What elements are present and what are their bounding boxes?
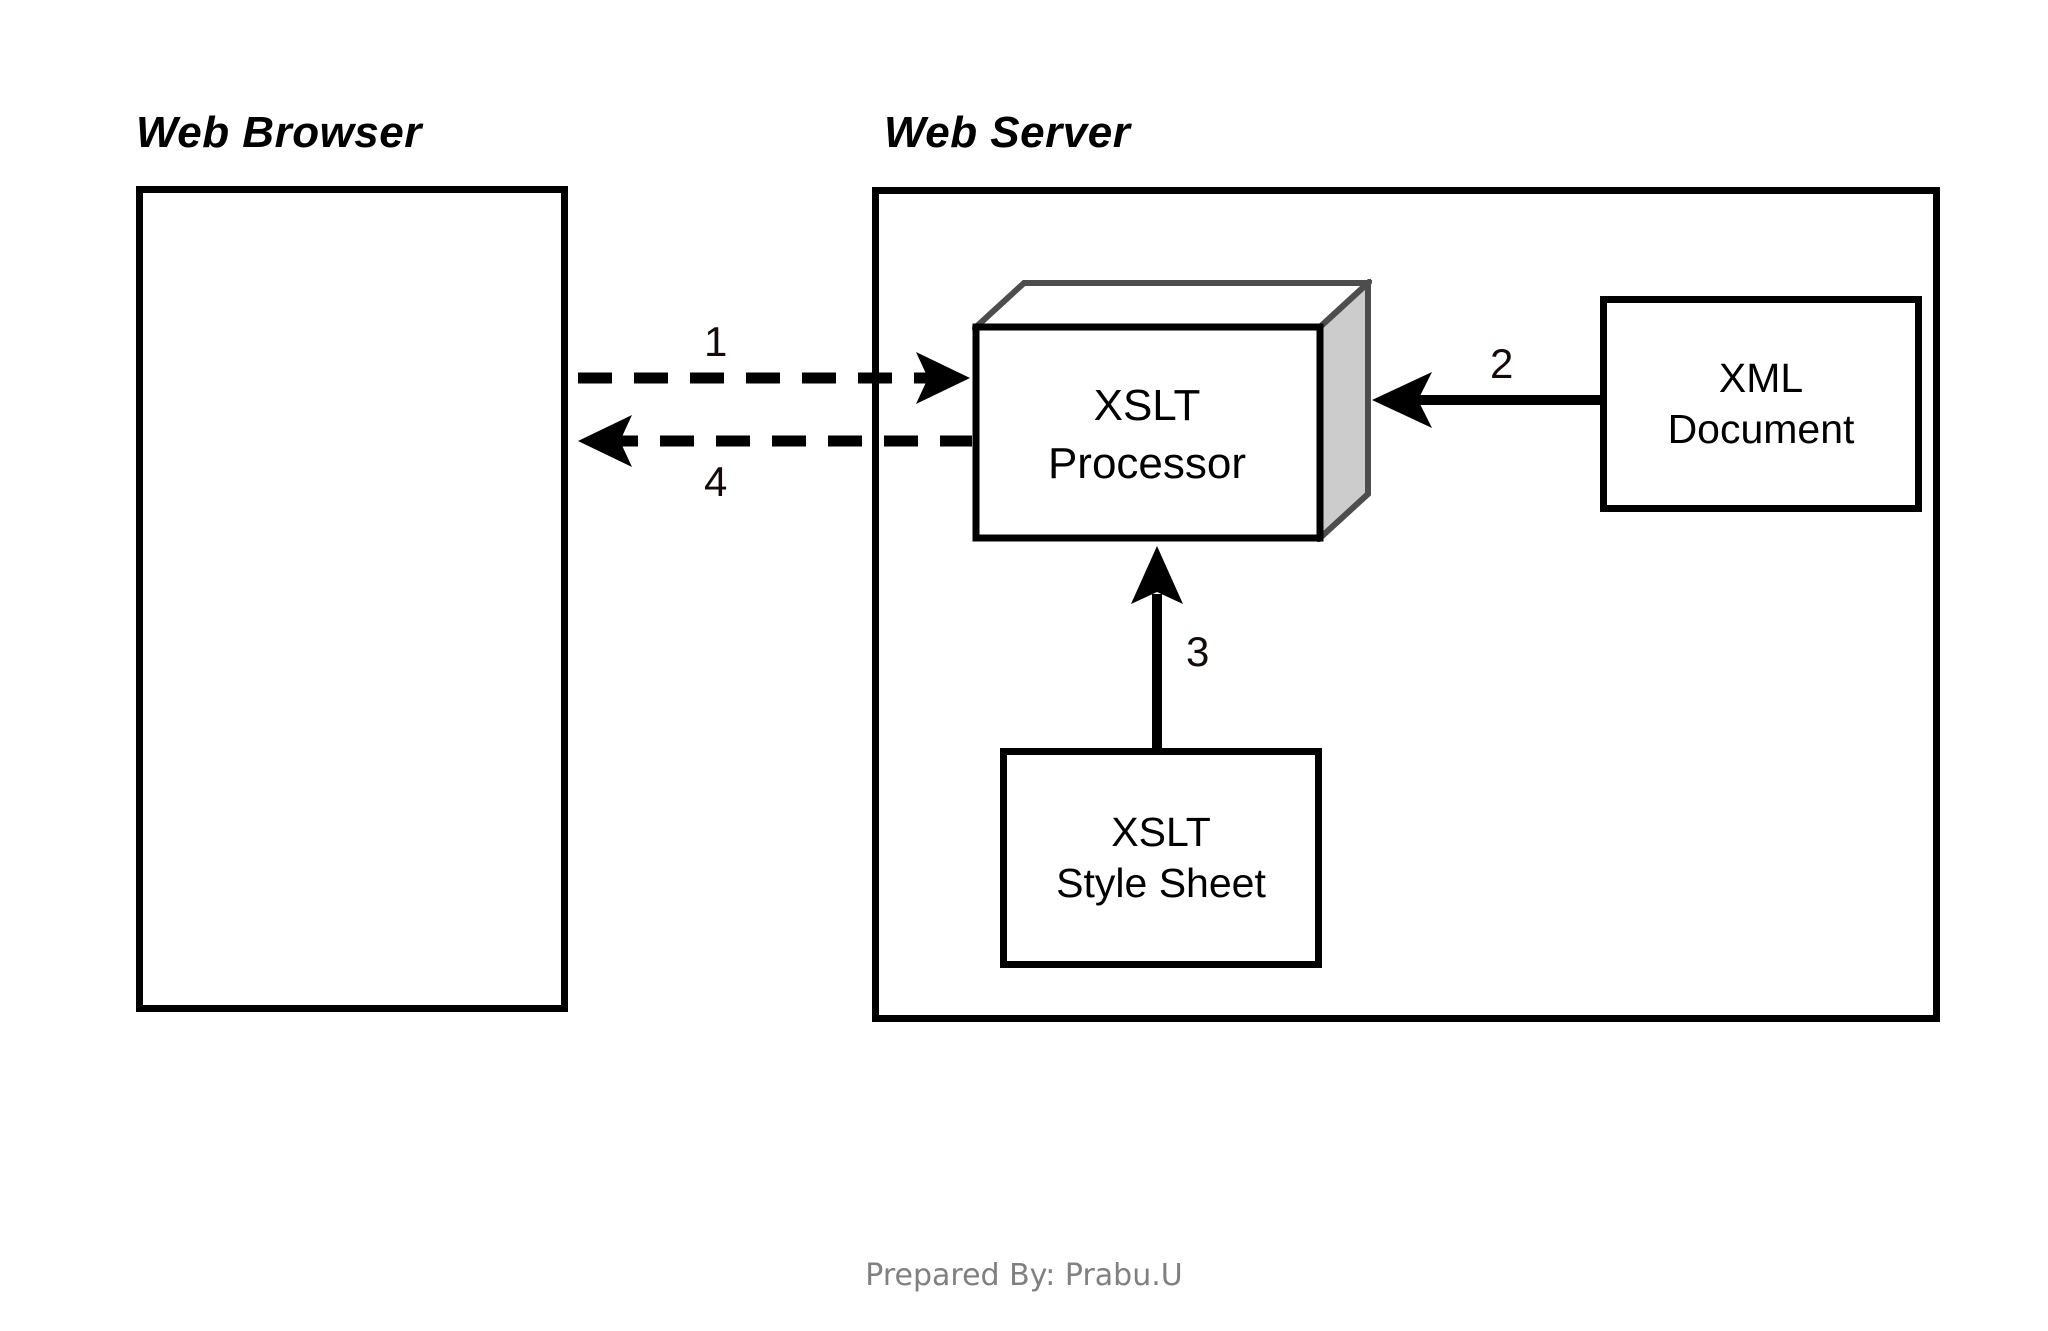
step-number-4: 4 (704, 458, 728, 505)
web-browser-container (136, 186, 568, 1012)
processor-front-face (972, 323, 1324, 542)
xslt-stylesheet-label-line2: Style Sheet (1056, 860, 1266, 906)
step-number-3: 3 (1186, 628, 1210, 675)
step-number-1: 1 (704, 318, 728, 365)
footer-credit: Prepared By: Prabu.U (865, 1258, 1183, 1293)
xml-document-box[interactable]: XML Document (1600, 296, 1922, 512)
step-number-2: 2 (1490, 340, 1514, 387)
xml-document-label-line2: Document (1667, 406, 1855, 452)
xslt-processor-3d-shape (972, 279, 1372, 542)
web-server-title: Web Server (884, 108, 1131, 157)
web-browser-title: Web Browser (136, 108, 422, 157)
processor-top-face (972, 280, 1372, 330)
xslt-stylesheet-box[interactable]: XSLT Style Sheet (1000, 748, 1322, 968)
xslt-processor-box[interactable]: XSLT Processor (972, 279, 1372, 542)
xslt-stylesheet-label-line1: XSLT (1111, 808, 1211, 855)
xml-document-label-line1: XML (1718, 354, 1804, 401)
processor-side-face (1317, 279, 1371, 542)
